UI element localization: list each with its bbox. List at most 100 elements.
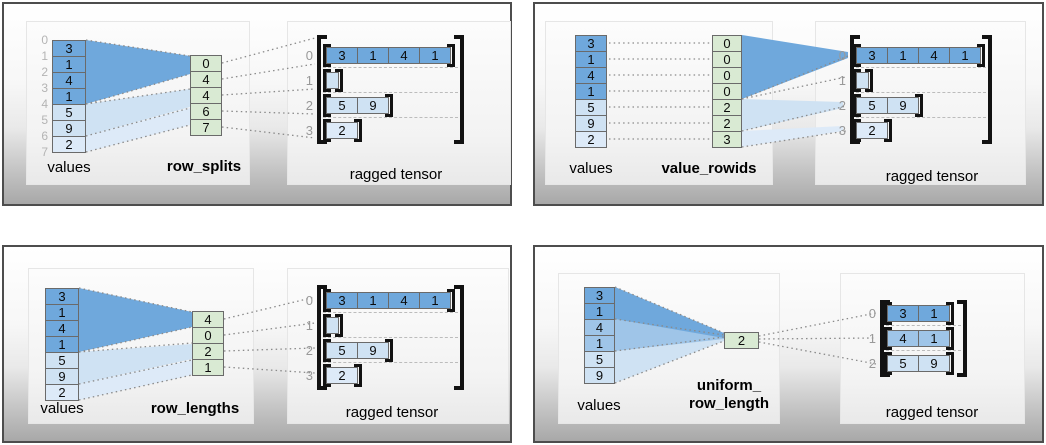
value-index-label: 0 bbox=[41, 33, 48, 47]
row-separator bbox=[886, 325, 961, 326]
value-cell: 2 bbox=[575, 131, 607, 148]
tensor-outer-bracket-right bbox=[957, 300, 967, 377]
row-bracket-right bbox=[977, 44, 985, 67]
value-cell: 1 bbox=[575, 83, 607, 100]
row-index-label: 1 bbox=[868, 331, 876, 346]
row-separator bbox=[323, 117, 458, 118]
value-rowids-cell: 0 bbox=[712, 67, 742, 84]
row-bracket-right bbox=[946, 327, 954, 350]
tensor-outer-bracket-right bbox=[454, 35, 464, 144]
tensor-cell: 4 bbox=[388, 47, 420, 64]
row-separator bbox=[856, 117, 986, 118]
tensor-cell: 3 bbox=[856, 47, 888, 64]
tensor-cell: 1 bbox=[887, 47, 919, 64]
value-cell: 1 bbox=[575, 51, 607, 68]
row-bracket-left bbox=[323, 69, 331, 92]
value-cell: 9 bbox=[45, 368, 79, 385]
ragged-tensor-label: ragged tensor bbox=[885, 168, 979, 185]
value-cell: 9 bbox=[52, 120, 86, 137]
value-cell: 1 bbox=[584, 303, 615, 320]
value-cell: 2 bbox=[45, 384, 79, 401]
tensor-outer-bracket-left bbox=[850, 35, 860, 144]
row-bracket-right bbox=[335, 69, 343, 92]
method-label: row_lengths bbox=[150, 400, 240, 417]
row-index-label: 2 bbox=[305, 343, 313, 358]
tensor-cell: 9 bbox=[887, 97, 919, 114]
tensor-row-cells bbox=[323, 69, 343, 92]
tensor-row-cells: 2 bbox=[853, 119, 892, 142]
value-cell: 1 bbox=[584, 335, 615, 352]
tensor-cell: 1 bbox=[949, 47, 981, 64]
method-label: uniform_ row_length bbox=[688, 377, 769, 412]
row-separator bbox=[323, 67, 458, 68]
row-bracket-right bbox=[335, 314, 343, 337]
value-cell: 3 bbox=[52, 40, 86, 57]
ragged-tensor-label: ragged tensor bbox=[885, 404, 979, 421]
value-cell: 9 bbox=[584, 367, 615, 384]
row-bracket-left bbox=[323, 44, 331, 67]
value-cell: 4 bbox=[52, 72, 86, 89]
value-cell: 4 bbox=[45, 320, 79, 337]
row-bracket-right bbox=[354, 119, 362, 142]
row-splits-cell: 4 bbox=[190, 87, 222, 104]
row-index-label: 2 bbox=[838, 98, 846, 113]
uniform-row-length-cell-holder: 2 bbox=[724, 332, 759, 349]
method-label: row_splits bbox=[166, 158, 242, 175]
row-bracket-right bbox=[884, 119, 892, 142]
tensor-row-cells: 2 bbox=[323, 364, 362, 387]
value-cell: 5 bbox=[45, 352, 79, 369]
row-bracket-right bbox=[385, 94, 393, 117]
value-rowids-cell: 0 bbox=[712, 51, 742, 68]
tensor-cell: 4 bbox=[918, 47, 950, 64]
row-separator bbox=[323, 337, 458, 338]
values-label: values bbox=[569, 160, 613, 177]
row-bracket-right bbox=[354, 364, 362, 387]
value-cell: 1 bbox=[52, 56, 86, 73]
row-index-label: 3 bbox=[305, 368, 313, 383]
value-cell: 4 bbox=[575, 67, 607, 84]
value-cell: 5 bbox=[575, 99, 607, 116]
row-bracket-left bbox=[323, 119, 331, 142]
row-lengths-cell: 2 bbox=[192, 343, 224, 360]
row-splits-cell: 7 bbox=[190, 119, 222, 136]
row-separator bbox=[886, 350, 961, 351]
values-label: values bbox=[47, 159, 91, 176]
row-bracket-right bbox=[865, 69, 873, 92]
row-lengths-cell: 4 bbox=[192, 311, 224, 328]
row-bracket-right bbox=[946, 352, 954, 375]
ragged-tensor-label: ragged tensor bbox=[349, 166, 443, 183]
row-separator bbox=[856, 92, 986, 93]
tensor-outer-bracket-right bbox=[982, 35, 992, 144]
row-index-label: 0 bbox=[838, 48, 846, 63]
row-bracket-left bbox=[323, 364, 331, 387]
value-cell: 4 bbox=[584, 319, 615, 336]
row-index-label: 0 bbox=[305, 293, 313, 308]
uniform-row-length-cell: 2 bbox=[724, 332, 759, 349]
row-index-label: 0 bbox=[305, 48, 313, 63]
value-index-label: 7 bbox=[41, 145, 48, 159]
row-bracket-left bbox=[323, 94, 331, 117]
row-bracket-left bbox=[323, 314, 331, 337]
value-cell: 1 bbox=[52, 88, 86, 105]
value-cell: 1 bbox=[45, 336, 79, 353]
row-bracket-left bbox=[853, 119, 861, 142]
value-cell: 3 bbox=[575, 35, 607, 52]
row-index-label: 2 bbox=[305, 98, 313, 113]
tensor-cell-empty bbox=[856, 72, 869, 89]
tensor-row: 1 bbox=[839, 69, 992, 92]
